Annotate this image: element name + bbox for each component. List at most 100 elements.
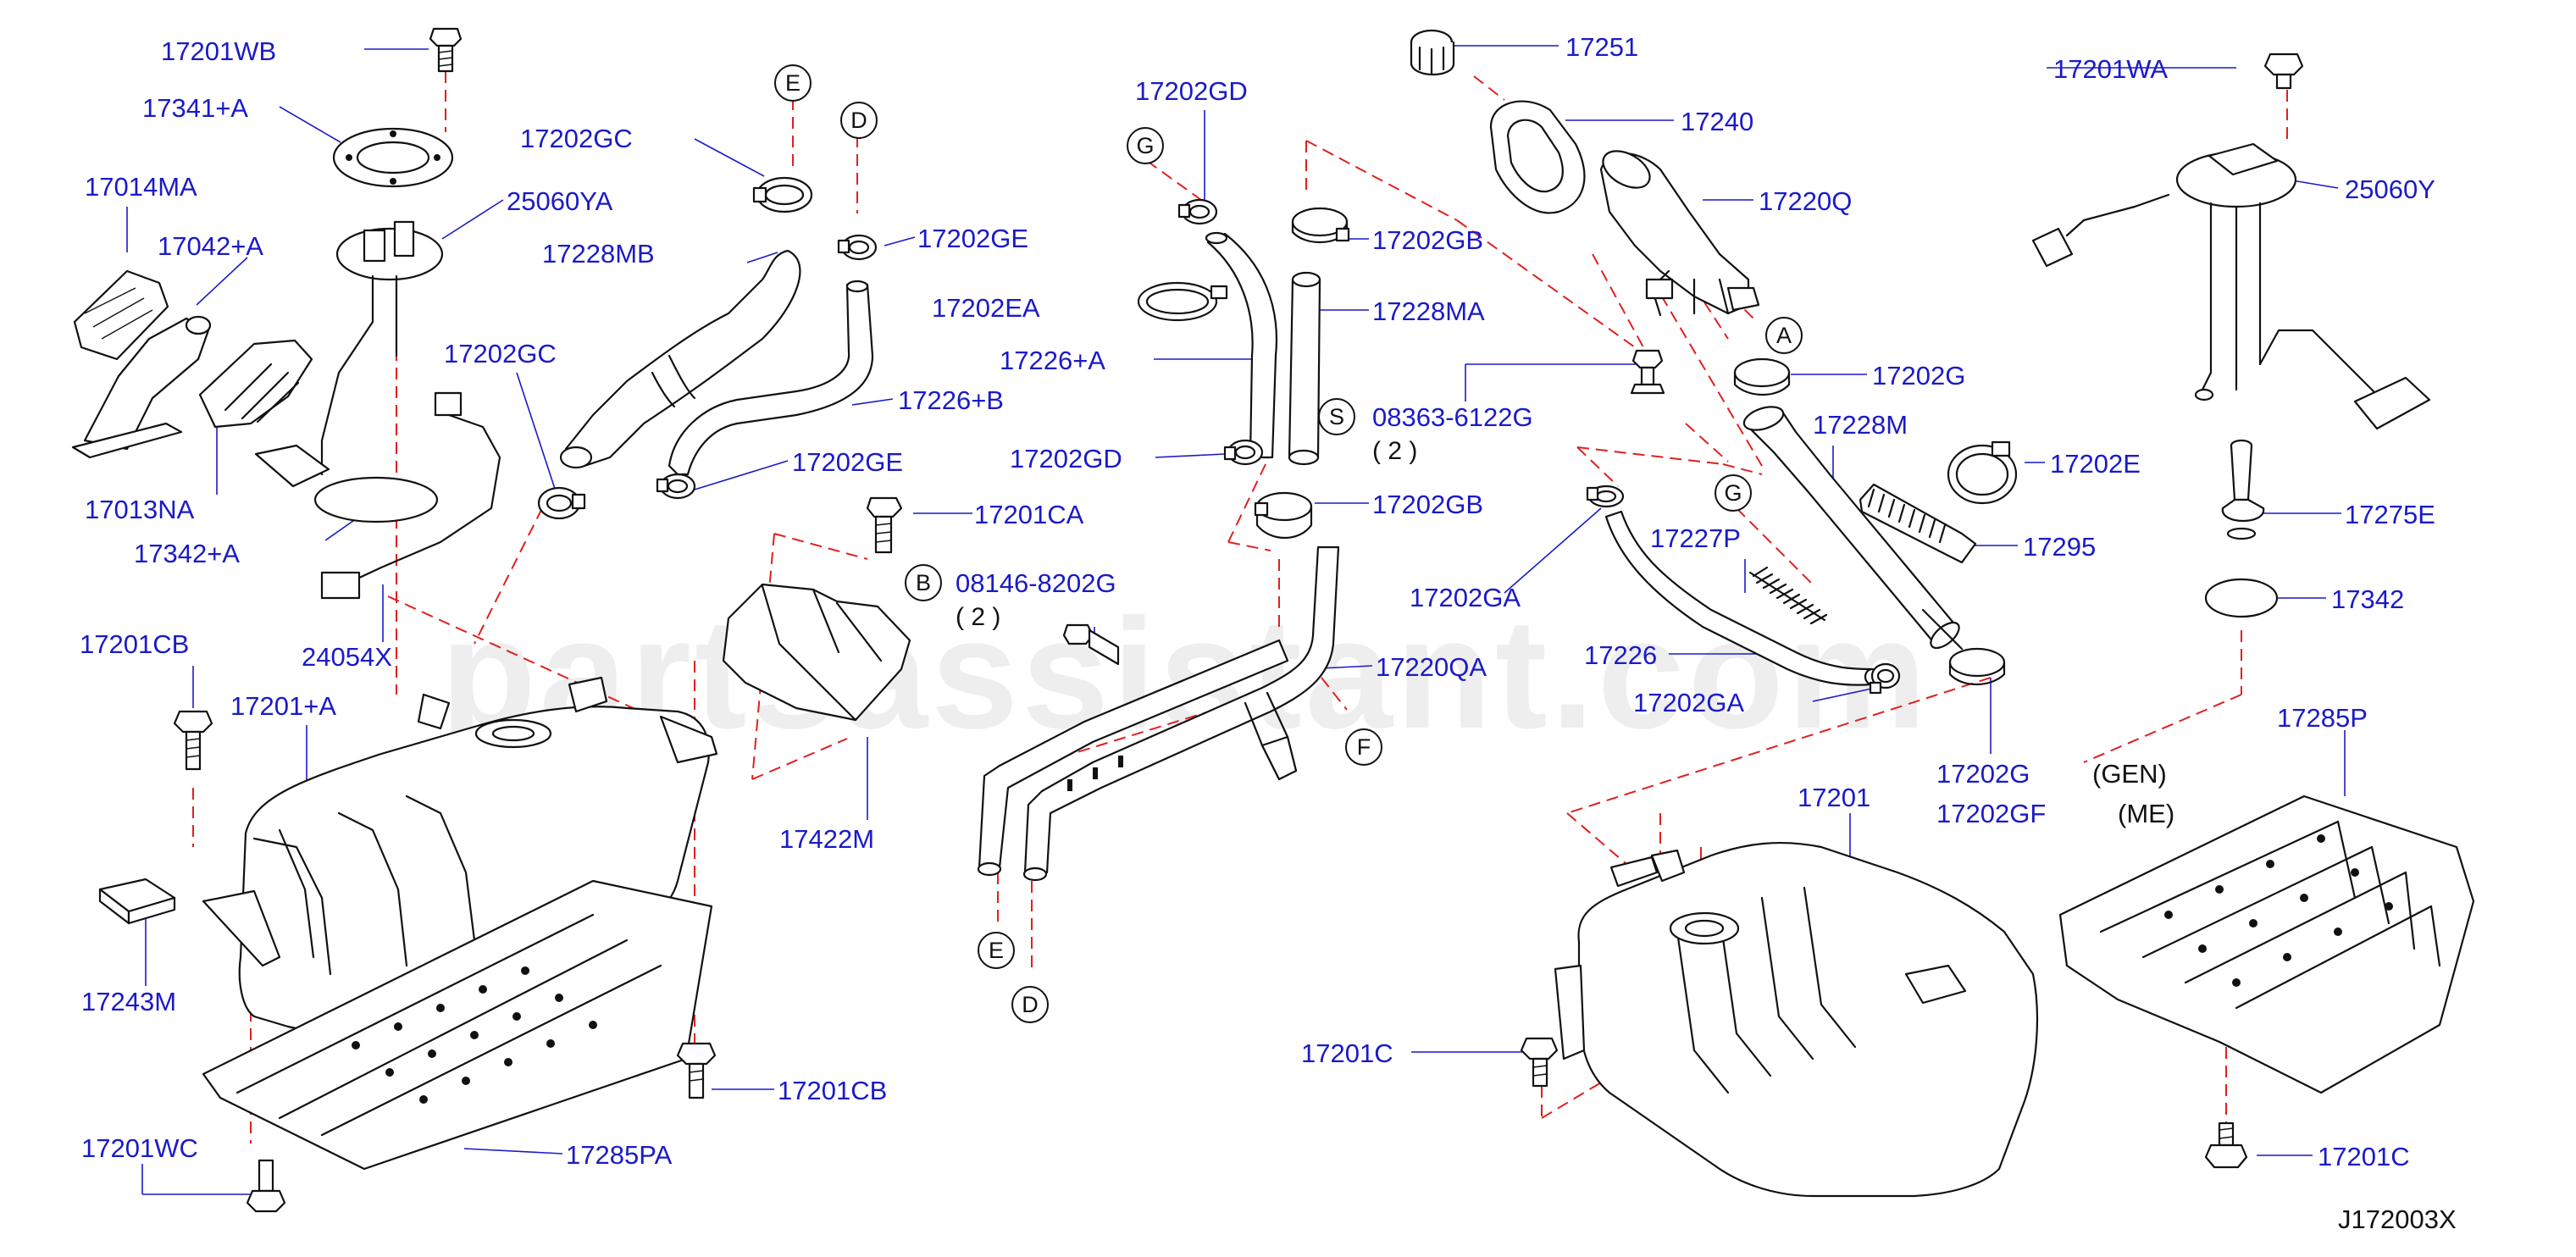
part-label-p18: 17422M (779, 824, 875, 854)
part-label-p14: 24054X (302, 642, 392, 672)
part-label-p19: 17243M (81, 987, 177, 1016)
clamp-17202ga-lower (1869, 662, 1901, 695)
fuel-tank-17201 (1554, 841, 2039, 1198)
clamp-17202gb-lower (1254, 491, 1313, 540)
part-label-p8: 17202GE (917, 224, 1028, 253)
shield-17285p (2058, 795, 2475, 1094)
bolt-17201wa (2263, 53, 2304, 90)
tube-17220qa (977, 545, 1340, 882)
callout-marker-c6: F (1345, 728, 1382, 766)
filter-17014ma (73, 269, 169, 361)
callout-marker-c5: S (1318, 398, 1355, 435)
hose-17226b (668, 280, 874, 476)
quantity-label-q2: ( 2 ) (1372, 437, 1418, 465)
clamp-17202g-lower (1948, 647, 2006, 685)
part-label-p25: 17202EA (932, 293, 1040, 323)
quantity-label-q1: ( 2 ) (956, 603, 1001, 631)
callout-marker-c8: D (1011, 986, 1049, 1023)
bolt-17201wb (429, 27, 463, 73)
hose-17228mb (559, 249, 801, 469)
part-label-p11: 17202GE (792, 447, 903, 477)
filler-neck-17220q (1599, 150, 1760, 317)
hose-17295 (1859, 483, 1977, 564)
diagram-code: J172003X (2338, 1204, 2457, 1234)
variant-note-n2: (ME) (2118, 799, 2175, 828)
part-label-p10: 17226+B (898, 385, 1004, 415)
gasket-17341a (332, 127, 454, 188)
part-label-p51: 17342 (2331, 584, 2405, 614)
bracket-17013na (198, 339, 313, 429)
cap-17251 (1410, 29, 1455, 75)
part-label-p3: 17014MA (85, 172, 197, 202)
part-label-p22: 17285PA (566, 1140, 673, 1170)
clamp-17202e (1947, 440, 2018, 505)
part-label-p34: 17240 (1681, 107, 1754, 136)
part-label-p39: 17227P (1650, 523, 1741, 553)
part-label-p31: 17220QA (1376, 652, 1487, 682)
part-label-p23: 17202GD (1135, 76, 1248, 106)
part-label-p49: 25060Y (2345, 174, 2435, 204)
callout-marker-c4: B (905, 564, 942, 601)
part-label-p35: 17220Q (1759, 186, 1853, 216)
clamp-17202ge-lower (656, 473, 696, 500)
part-label-p2: 17341+A (142, 93, 248, 123)
clamp-17202ea (1137, 281, 1228, 322)
part-label-p6: 17202GC (520, 124, 633, 153)
pump-module-25060y (2031, 142, 2431, 430)
bolt-08146-8202g (1062, 623, 1120, 666)
callout-marker-c10: G (1715, 474, 1752, 512)
part-label-p17: 17201CA (974, 500, 1084, 529)
bolt-17201cb-right (676, 1042, 717, 1099)
harness-24054x (320, 391, 501, 600)
part-label-p4: 17042+A (158, 231, 263, 261)
protector-17422m (722, 583, 911, 722)
part-label-p24: 17202GB (1372, 225, 1483, 255)
variant-note-n1: (GEN) (2092, 759, 2167, 789)
part-label-p15: 17201CB (80, 629, 190, 659)
part-label-p12: 17013NA (85, 495, 195, 524)
bolt-17201c-left (1520, 1037, 1559, 1088)
part-label-p41: 17202GA (1410, 583, 1521, 612)
part-label-p32: 08363-6122G (1372, 402, 1533, 432)
part-label-p26: 17228MA (1372, 296, 1485, 326)
hose-17228ma (1288, 271, 1321, 466)
part-label-p16: 17201+A (230, 691, 336, 721)
filter-17275e (2221, 439, 2265, 540)
part-label-p53: 17201C (2318, 1142, 2410, 1171)
part-label-p48: 17201WA (2053, 54, 2168, 84)
bolt-08363-6122g (1630, 349, 1665, 395)
callout-marker-c3: G (1127, 127, 1164, 164)
part-label-p1: 17201WB (161, 36, 277, 66)
callout-marker-c2: D (840, 102, 878, 139)
seal-17240 (1489, 100, 1586, 214)
part-label-p21: 17201WC (81, 1133, 198, 1163)
callout-marker-c1: E (774, 64, 812, 102)
part-label-p43: 17202GA (1633, 688, 1744, 717)
part-label-p20: 17201CB (778, 1076, 888, 1105)
part-label-p47: 17201C (1301, 1038, 1393, 1068)
gasket-17342 (2204, 578, 2279, 618)
bolt-17201c-right (2204, 1121, 2248, 1169)
callout-marker-c9: A (1765, 317, 1803, 354)
leader-lines (126, 45, 2346, 1195)
gasket-17342a (313, 476, 439, 523)
callout-marker-c7: E (978, 932, 1015, 969)
part-label-p42: 17226 (1584, 640, 1658, 670)
hose-17226a (1205, 231, 1277, 459)
part-label-p5: 25060YA (507, 186, 613, 216)
part-label-p13: 17342+A (134, 539, 240, 568)
part-label-p36: 17202G (1872, 361, 1966, 390)
part-label-p46: 17201 (1798, 783, 1871, 812)
clamp-17202gc-upper (752, 176, 813, 213)
part-label-p30: 08146-8202G (956, 568, 1116, 598)
clamp-17202ge-upper (837, 234, 878, 261)
clamp-17202gd-lower (1223, 439, 1264, 466)
bolt-17201wc (246, 1159, 286, 1213)
part-label-p44: 17202G (1936, 759, 2030, 789)
bolt-17201ca (866, 496, 903, 554)
part-label-p29: 17202GB (1372, 490, 1483, 519)
hose-17228m (1742, 406, 1964, 651)
clamp-17202gb-upper (1291, 207, 1350, 243)
part-label-p50: 17275E (2345, 500, 2435, 529)
